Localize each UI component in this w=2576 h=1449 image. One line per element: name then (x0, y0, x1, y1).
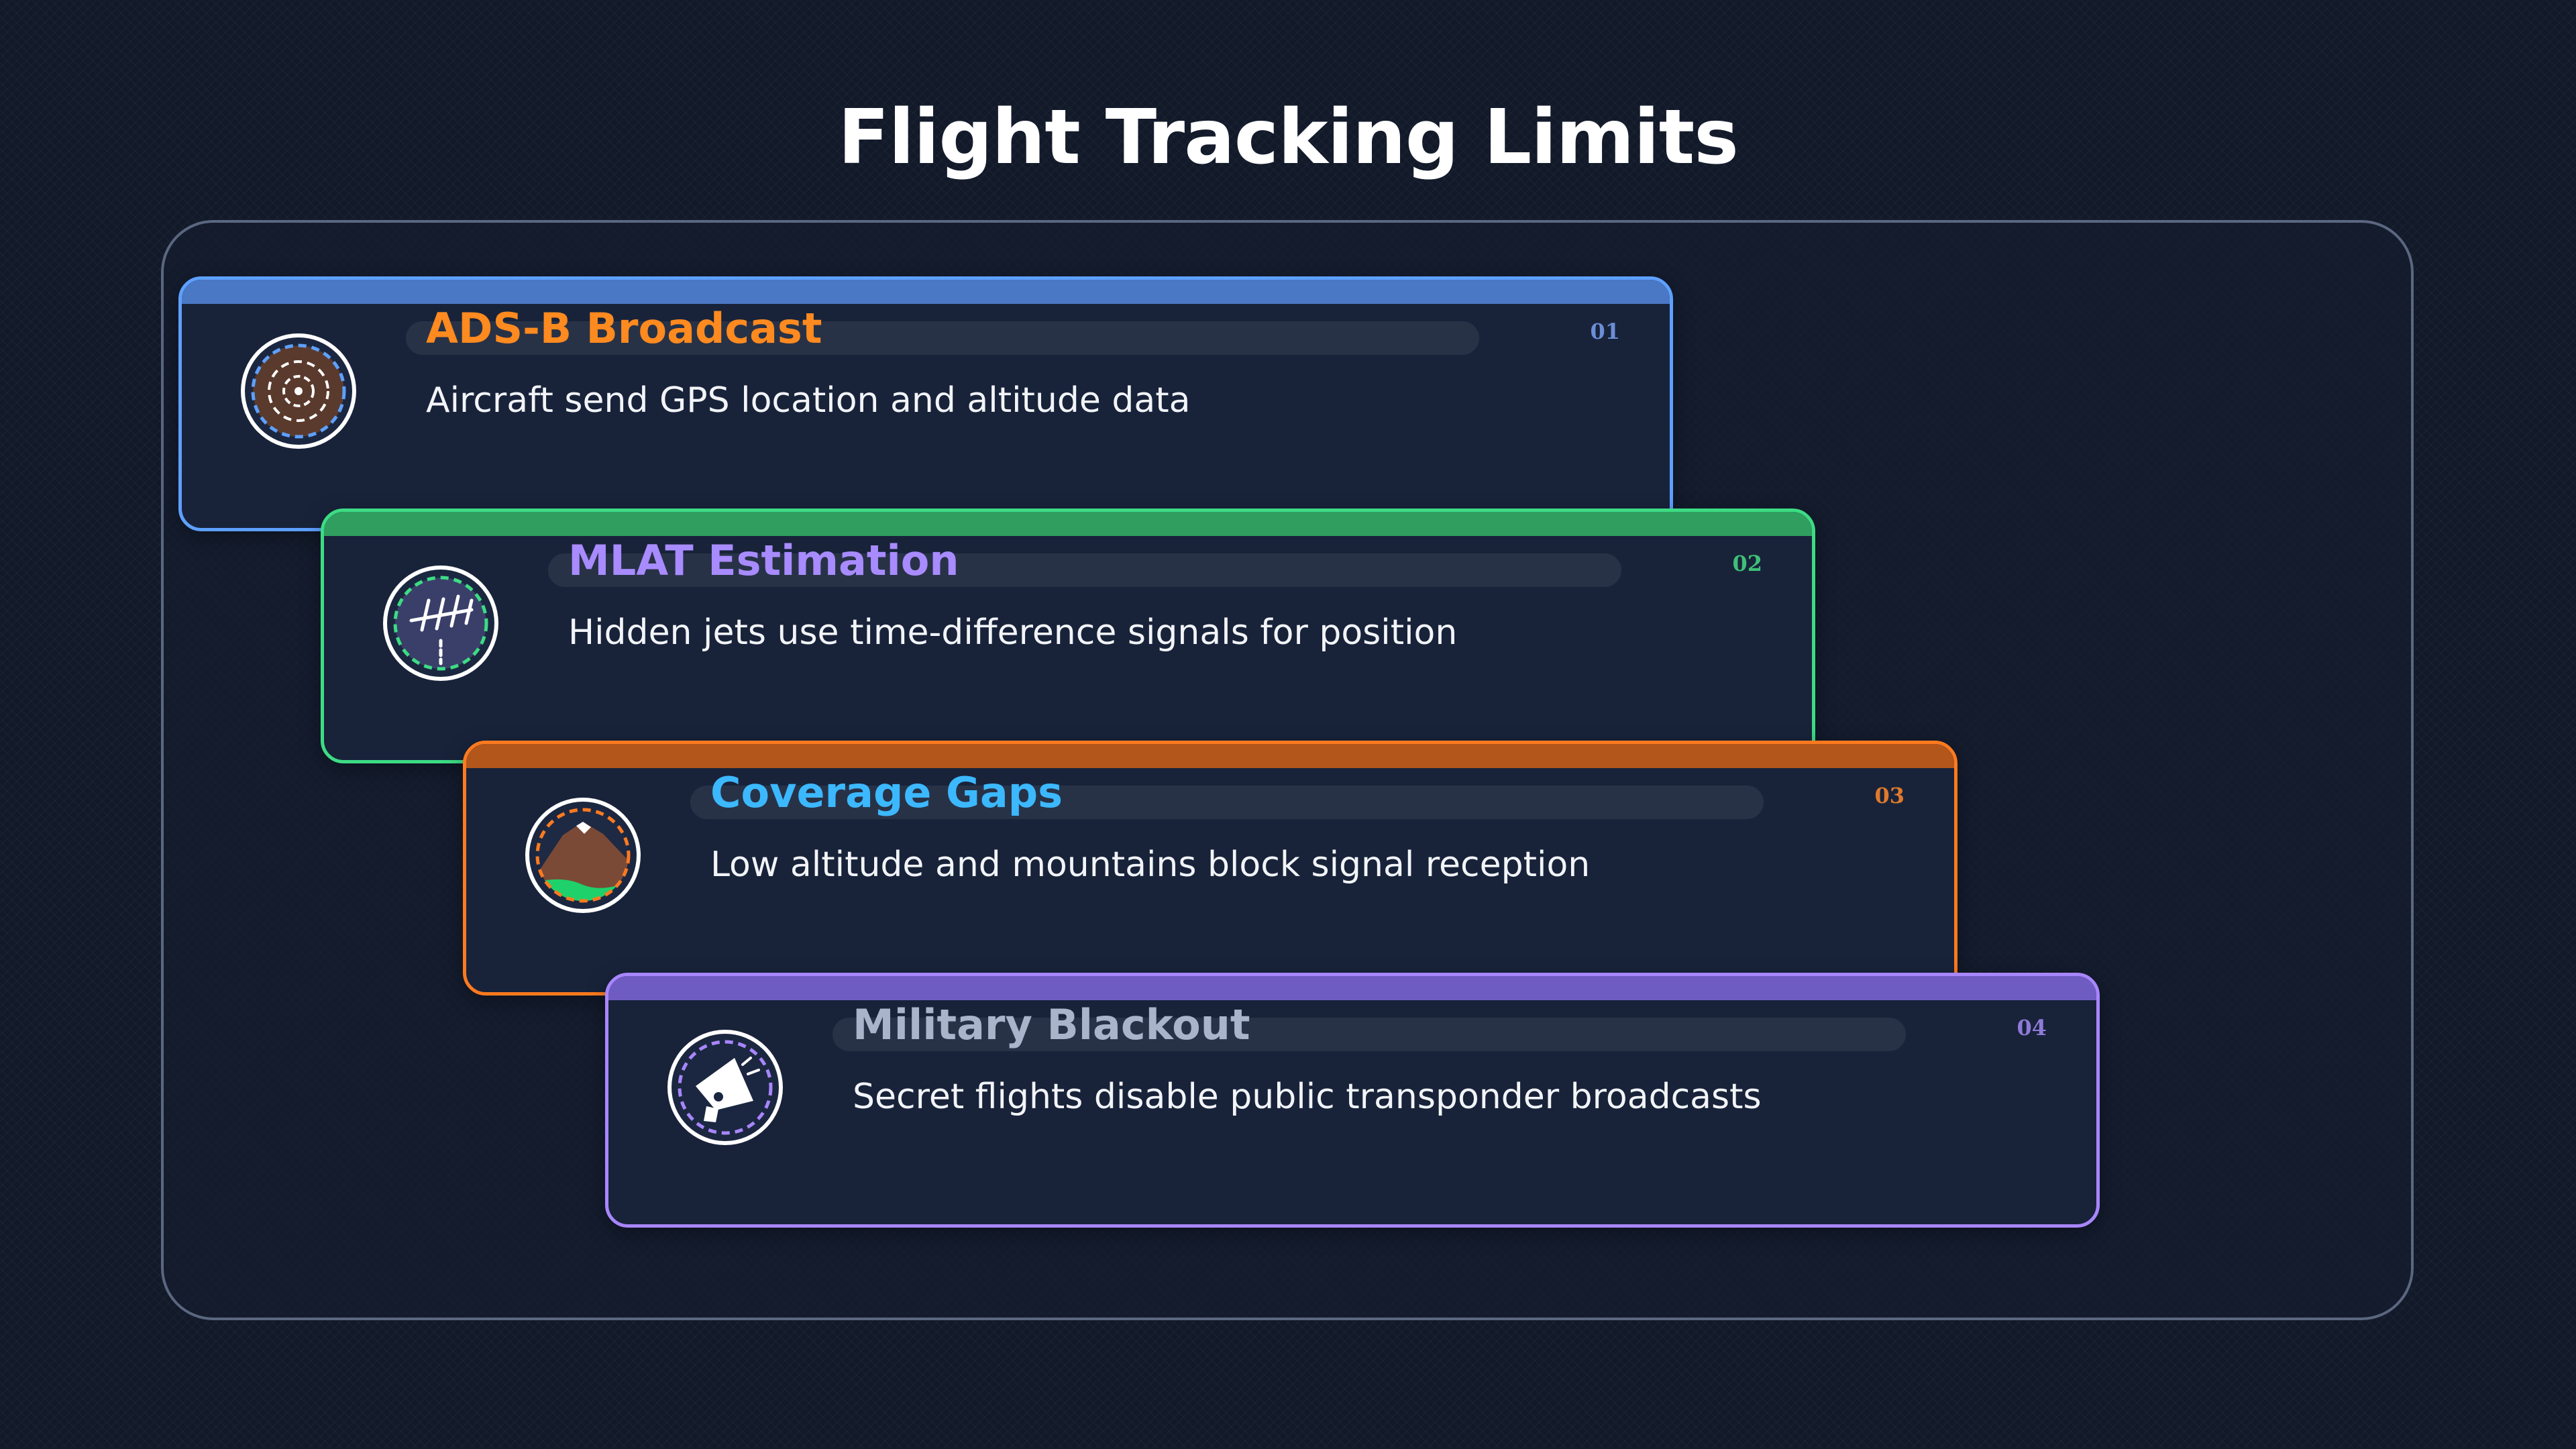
megaphone-off-icon (665, 1027, 786, 1148)
card-description: Hidden jets use time-difference signals … (568, 612, 1458, 653)
card-top-bar (182, 280, 1670, 304)
step-card-mlat[interactable]: MLAT Estimation Hidden jets use time-dif… (321, 508, 1815, 763)
step-card-military-blackout[interactable]: Military Blackout Secret flights disable… (605, 973, 2100, 1228)
card-top-bar (466, 744, 1954, 768)
card-description: Aircraft send GPS location and altitude … (426, 380, 1191, 421)
card-top-bar (608, 976, 2096, 1000)
signal-grid-icon (380, 563, 501, 684)
card-description: Low altitude and mountains block signal … (710, 845, 1591, 885)
radar-signal-icon (238, 331, 359, 451)
card-number: 03 (1874, 783, 1904, 808)
card-heading: MLAT Estimation (568, 536, 959, 585)
card-number: 01 (1590, 319, 1620, 344)
heading-pill (548, 553, 1621, 587)
card-heading: Coverage Gaps (710, 768, 1063, 817)
mountain-icon (523, 795, 643, 916)
step-card-coverage-gaps[interactable]: Coverage Gaps Low altitude and mountains… (463, 741, 1957, 996)
heading-pill (833, 1018, 1906, 1051)
card-top-bar (324, 512, 1812, 536)
card-number: 04 (2017, 1015, 2047, 1040)
step-card-ads-b[interactable]: ADS-B Broadcast Aircraft send GPS locati… (178, 276, 1673, 531)
card-description: Secret flights disable public transponde… (853, 1077, 1762, 1117)
page-title: Flight Tracking Limits (838, 94, 1739, 181)
card-number: 02 (1732, 551, 1762, 576)
card-heading: Military Blackout (853, 1000, 1250, 1049)
card-heading: ADS-B Broadcast (426, 304, 822, 353)
heading-pill (690, 786, 1764, 819)
heading-pill (406, 321, 1479, 355)
